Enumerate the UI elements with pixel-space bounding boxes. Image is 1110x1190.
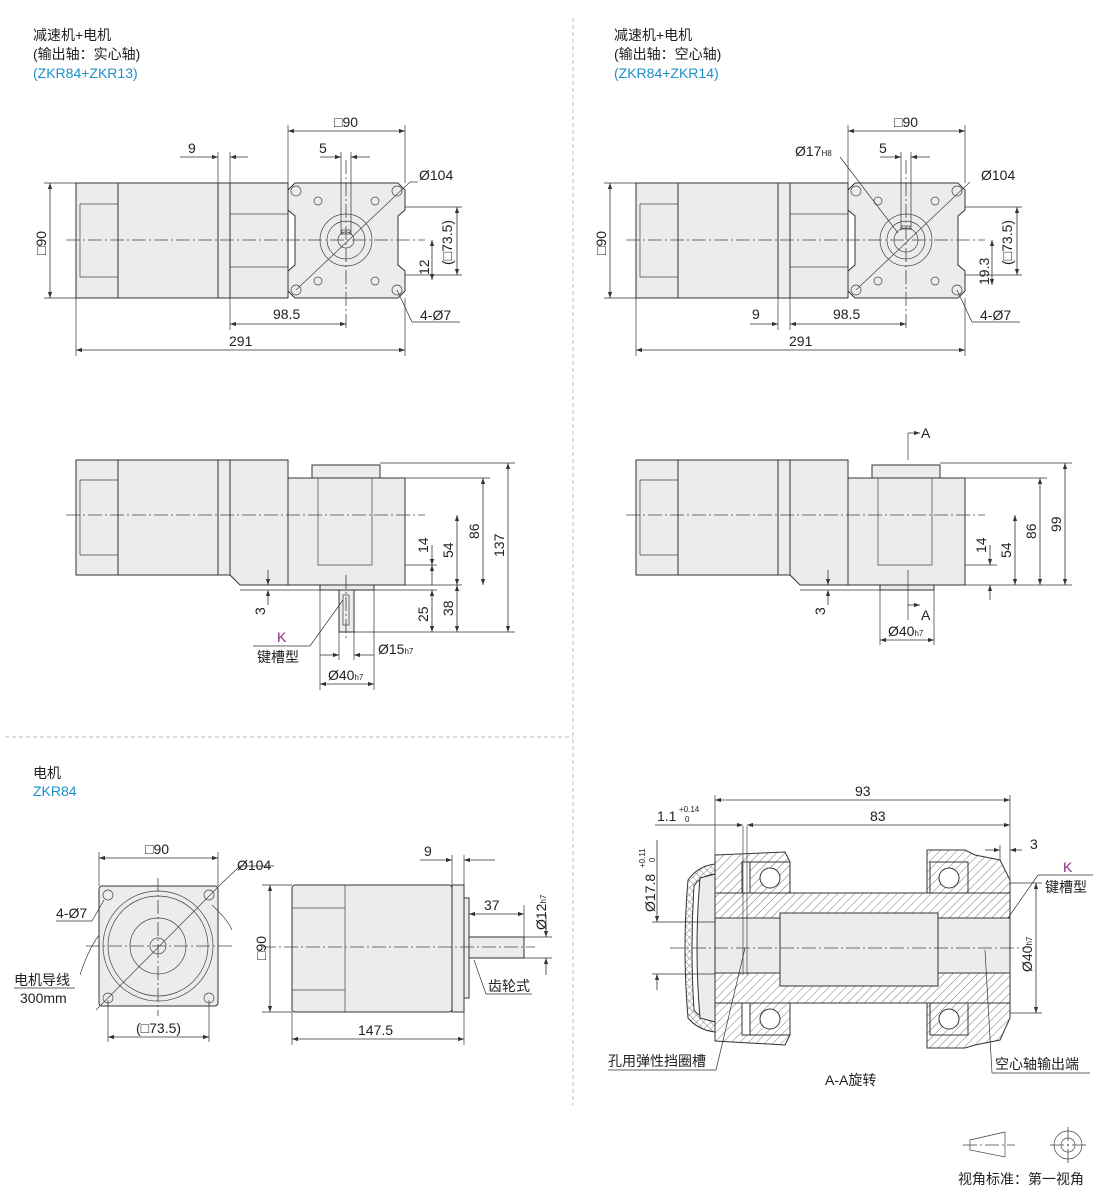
dim-98-5: 98.5 [273,306,300,322]
dim-54: 54 [440,542,456,558]
dim-3: 3 [812,607,828,615]
dim-square-90-vertical: □90 [593,231,609,255]
solid-shaft-end [295,160,411,330]
key-mark-k: K [277,629,287,645]
dim-square-73-5: (□73.5) [136,1020,181,1036]
dim-dia-15: Ø15h7 [378,641,414,657]
dim-dia-17-8-tol-lower: 0 [648,857,657,862]
dim-dia-40: Ø40h7 [1019,936,1035,972]
dim-147-5: 147.5 [358,1022,393,1038]
dim-dia-17-8: Ø17.8 [642,874,658,912]
dim-5: 5 [319,140,327,156]
dim-square-90: □90 [894,114,918,130]
model-code: (ZKR84+ZKR14) [614,65,719,81]
dim-1-1-tol-upper: +0.14 [679,805,700,814]
retaining-ring-groove-label: 孔用弹性挡圈槽 [608,1053,706,1069]
dim-38: 38 [440,600,456,616]
model-code: ZKR84 [33,783,77,799]
solid-top-dimensions: □90 9 5 Ø104 (□73.5) 12 98.5 291 □90 4-Ø… [33,114,462,356]
dim-9: 9 [424,843,432,859]
dim-83: 83 [870,808,886,824]
dim-1-1-tol-lower: 0 [685,815,690,824]
section-a-a-view: 93 83 1.1 +0.14 0 Ø17.8 +0.11 0 3 K 键槽型 … [608,783,1093,1088]
dim-37: 37 [484,897,500,913]
dim-dia-40: Ø40h7 [888,623,924,639]
dim-dia-104: Ø104 [237,857,271,873]
dim-19-3: 19.3 [976,258,992,285]
dim-square-73-5: (□73.5) [439,220,455,265]
keyway-label: 键槽型 [1045,879,1087,895]
dim-12: 12 [416,259,432,275]
dim-86: 86 [466,523,482,539]
dim-1-1: 1.1 [657,808,677,824]
dim-holes-4-dia-7: 4-Ø7 [56,905,87,921]
dim-square-73-5: (□73.5) [999,220,1015,265]
dim-3: 3 [252,607,268,615]
hollow-shaft-output-label: 空心轴输出端 [995,1056,1079,1072]
gear-shaft-label: 齿轮式 [488,978,530,994]
lead-wire-length: 300mm [20,990,67,1006]
title: 电机 [33,765,61,781]
dim-98-5: 98.5 [833,306,860,322]
dim-54: 54 [998,542,1014,558]
gearmotor-side-view [66,459,425,586]
dim-86: 86 [1023,523,1039,539]
dim-93: 93 [855,783,871,799]
title: 减速机+电机 [614,27,692,43]
dim-5: 5 [879,140,887,156]
section-mark-a-bottom: A [921,607,931,623]
hollow-top-dimensions: □90 Ø17H8 5 Ø104 (□73.5) 19.3 9 98.5 291… [593,114,1022,356]
dim-dia-17: Ø17H8 [795,143,832,159]
section-caption: A-A旋转 [825,1072,876,1088]
dim-14: 14 [973,537,989,553]
keyway-label: 键槽型 [257,649,299,665]
dim-square-90: □90 [334,114,358,130]
dim-dia-12: Ø12h7 [533,894,549,930]
dim-dia-104: Ø104 [981,167,1015,183]
solid-side-dimensions: 137 86 54 38 14 25 3 K 键槽型 Ø15h7 Ø40h7 [240,462,515,690]
solid-side-shaft [319,575,375,640]
lead-wire-label: 电机导线 [14,972,70,988]
section-mark-a-top: A [921,425,931,441]
panel-hollow-title: 减速机+电机 (输出轴：空心轴) (ZKR84+ZKR14) [614,27,721,81]
hollow-shaft-end [855,160,971,330]
panel-solid-title: 减速机+电机 (输出轴：实心轴) (ZKR84+ZKR13) [33,27,140,81]
projection-standard-label: 视角标准：第一视角 [958,1171,1084,1187]
dim-291: 291 [789,333,813,349]
hollow-side-dimensions: A A 99 86 54 14 3 Ø40h7 [800,425,1072,645]
key-mark-k: K [1063,859,1073,875]
dim-square-90: □90 [145,841,169,857]
dim-14: 14 [415,537,431,553]
first-angle-projection-symbol: 视角标准：第一视角 [958,1127,1086,1187]
bearing-icons [749,861,969,1036]
dim-25: 25 [415,606,431,622]
gearmotor-top-view [66,182,425,299]
panel-motor-title: 电机 ZKR84 [33,765,77,799]
motor-front-view: □90 Ø104 4-Ø7 电机导线 300mm (□73.5) [14,841,274,1042]
dim-holes-4-dia-7: 4-Ø7 [420,307,451,323]
dim-holes-4-dia-7: 4-Ø7 [980,307,1011,323]
dim-137: 137 [491,533,507,557]
dim-9: 9 [188,140,196,156]
dim-square-90-vertical: □90 [33,231,49,255]
model-code: (ZKR84+ZKR13) [33,65,138,81]
dim-3: 3 [1030,836,1038,852]
motor-side-view: 9 37 Ø12h7 □90 147.5 齿轮式 [253,843,552,1045]
dim-dia-40: Ø40h7 [328,667,364,683]
dim-291: 291 [229,333,253,349]
dim-99: 99 [1048,516,1064,532]
dim-dia-104: Ø104 [419,167,453,183]
subtitle: (输出轴：空心轴) [614,46,721,62]
dim-dia-17-8-tol-upper: +0.11 [638,848,647,868]
dim-9: 9 [752,306,760,322]
dim-square-90-vertical: □90 [253,936,269,960]
subtitle: (输出轴：实心轴) [33,46,140,62]
title: 减速机+电机 [33,27,111,43]
